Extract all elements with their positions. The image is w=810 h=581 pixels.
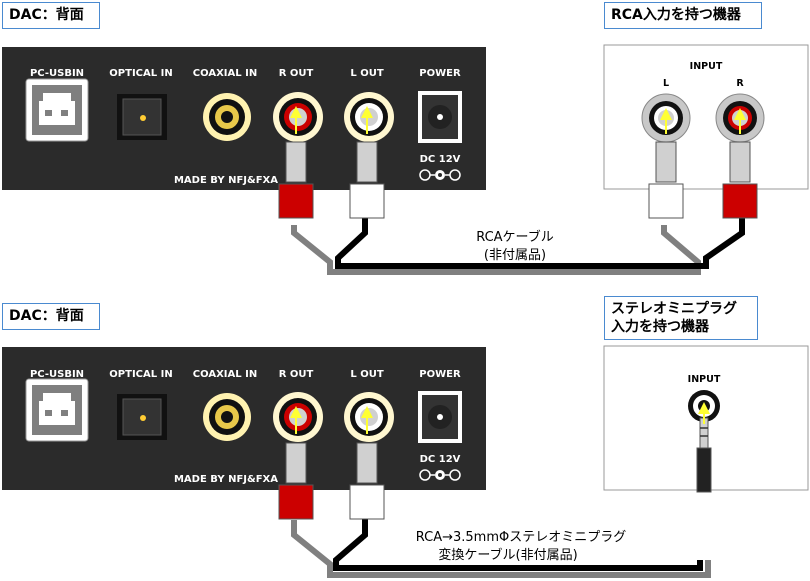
top-label-power: POWER <box>419 68 461 79</box>
bottom-label-lout: L OUT <box>350 369 383 380</box>
bottom-label-maker: MADE BY NFJ&FXA <box>174 474 278 485</box>
top-label-optical: OPTICAL IN <box>109 68 172 79</box>
bottom-cable-label-1: RCA→3.5mmΦステレオミニプラグ <box>416 530 626 545</box>
bottom-device-title: ステレオミニプラグ 入力を持つ機器 <box>604 296 758 340</box>
bottom-label-rout: R OUT <box>279 369 314 380</box>
top-label-pcusb: PC-USBIN <box>30 68 84 79</box>
bottom-device-title-line1: ステレオミニプラグ <box>611 301 737 317</box>
bottom-label-coaxial: COAXIAL IN <box>193 369 257 380</box>
top-dac-title: DAC：背面 <box>2 2 100 29</box>
bottom-label-pcusb: PC-USBIN <box>30 369 84 380</box>
top-cable-label-1: RCAケーブル <box>476 229 554 245</box>
top-label-maker: MADE BY NFJ&FXA <box>174 175 278 186</box>
bottom-mini-plug <box>696 417 712 493</box>
top-label-dc: DC 12V <box>420 154 461 165</box>
top-cable-label-2: (非付属品) <box>484 248 546 263</box>
bottom-device-title-line2: 入力を持つ機器 <box>611 319 709 335</box>
bottom-label-dc: DC 12V <box>420 454 461 465</box>
top-cable-grey <box>291 225 701 275</box>
top-device-input: INPUT <box>690 61 723 72</box>
top-device-title: RCA入力を持つ機器 <box>604 2 762 29</box>
bottom-cable-label-2: 変換ケーブル(非付属品) <box>438 547 577 563</box>
top-device-l: L <box>663 78 669 89</box>
top-device-r: R <box>736 78 744 89</box>
bottom-device-input: INPUT <box>688 374 721 385</box>
top-rca-device <box>603 44 809 190</box>
bottom-dac-title: DAC：背面 <box>2 303 100 330</box>
bottom-cable-grey <box>291 520 711 578</box>
bottom-cable-black <box>333 500 703 571</box>
top-label-rout: R OUT <box>279 68 314 79</box>
top-cable-black <box>335 200 745 269</box>
bottom-label-optical: OPTICAL IN <box>109 369 172 380</box>
top-label-coaxial: COAXIAL IN <box>193 68 257 79</box>
bottom-label-power: POWER <box>419 369 461 380</box>
top-label-lout: L OUT <box>350 68 383 79</box>
